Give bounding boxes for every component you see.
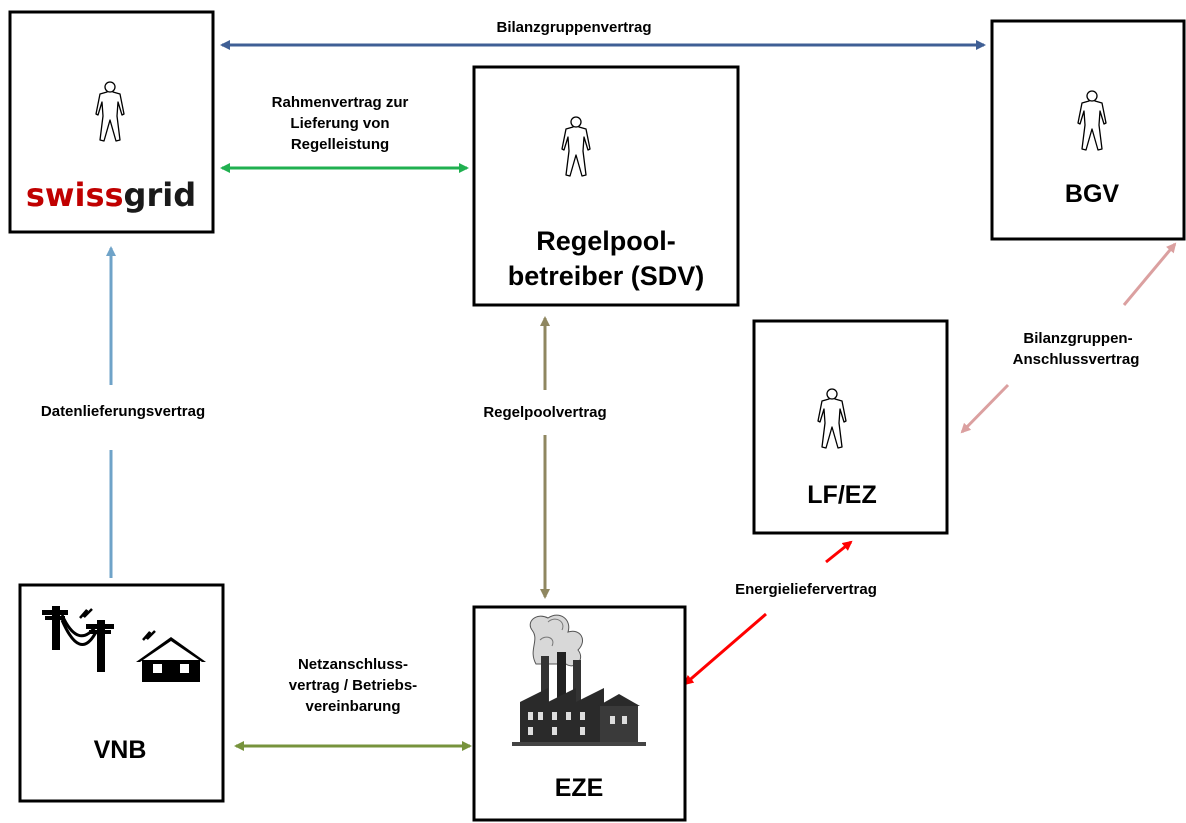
edge-energieliefervertrag-upper — [825, 540, 853, 564]
label-bilanzgruppen-anschluss-line1: Bilanzgruppen- — [1023, 330, 1132, 347]
swissgrid-logo-part1: swiss — [26, 176, 124, 214]
edge-bilanzgruppen-anschluss-upper — [1122, 242, 1177, 306]
node-vnb-label: VNB — [94, 736, 147, 764]
label-rahmenvertrag-line1: Rahmenvertrag zur — [272, 94, 409, 111]
node-regelpool: Regelpool- betreiber (SDV) — [472, 65, 740, 307]
edge-energieliefervertrag-lower — [683, 612, 767, 686]
node-lfez: LF/EZ — [752, 319, 949, 535]
node-regelpool-label-line1: Regelpool- — [536, 226, 676, 256]
swissgrid-logo: swissgrid — [26, 176, 196, 214]
node-regelpool-label-line2: betreiber (SDV) — [508, 261, 705, 291]
power-line-house-icon — [42, 606, 206, 682]
factory-icon — [512, 614, 646, 746]
node-swissgrid: swissgrid — [8, 10, 215, 234]
label-bilanzgruppenvertrag: Bilanzgruppenvertrag — [496, 19, 651, 36]
node-lfez-label: LF/EZ — [807, 481, 876, 509]
label-netzanschluss-line1: Netzanschluss- — [298, 656, 408, 673]
node-bgv-label: BGV — [1065, 180, 1120, 208]
edge-bilanzgruppen-anschluss-lower — [960, 383, 1010, 434]
label-netzanschluss-line3: vereinbarung — [305, 698, 400, 715]
swissgrid-logo-part2: grid — [124, 176, 197, 214]
label-energieliefervertrag: Energieliefervertrag — [735, 581, 877, 598]
node-bgv: BGV — [990, 19, 1186, 241]
label-datenlieferungsvertrag: Datenlieferungsvertrag — [41, 403, 205, 420]
node-eze: EZE — [472, 605, 687, 822]
label-regelpoolvertrag: Regelpoolvertrag — [483, 404, 606, 421]
label-rahmenvertrag-line3: Regelleistung — [291, 136, 389, 153]
node-eze-label: EZE — [555, 774, 604, 802]
label-bilanzgruppen-anschluss-line2: Anschlussvertrag — [1013, 351, 1140, 368]
label-rahmenvertrag-line2: Lieferung von — [290, 115, 389, 132]
node-vnb: VNB — [18, 583, 225, 803]
label-netzanschluss-line2: vertrag / Betriebs- — [289, 677, 417, 694]
